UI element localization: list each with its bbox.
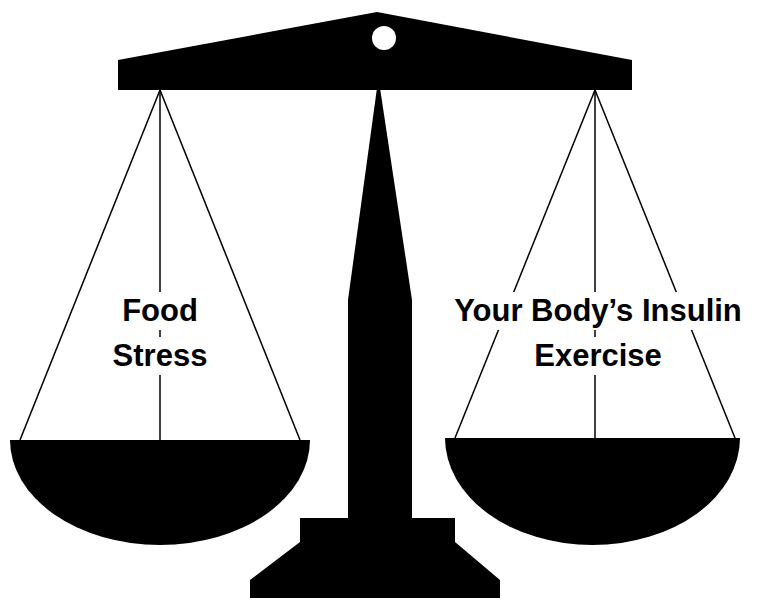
scale-pillar: [348, 88, 412, 525]
pan-label: Food: [118, 292, 202, 330]
left-pan: [10, 440, 310, 545]
pan-label: Your Body’s Insulin: [450, 292, 746, 330]
left-strings: [20, 90, 300, 440]
right-pan: [445, 438, 740, 545]
scale-base: [250, 518, 500, 598]
right-strings: [455, 90, 735, 438]
pivot-hole: [372, 26, 396, 50]
pan-label: Stress: [109, 337, 212, 375]
pan-label: Exercise: [530, 337, 666, 375]
scale-beam: [118, 12, 632, 90]
